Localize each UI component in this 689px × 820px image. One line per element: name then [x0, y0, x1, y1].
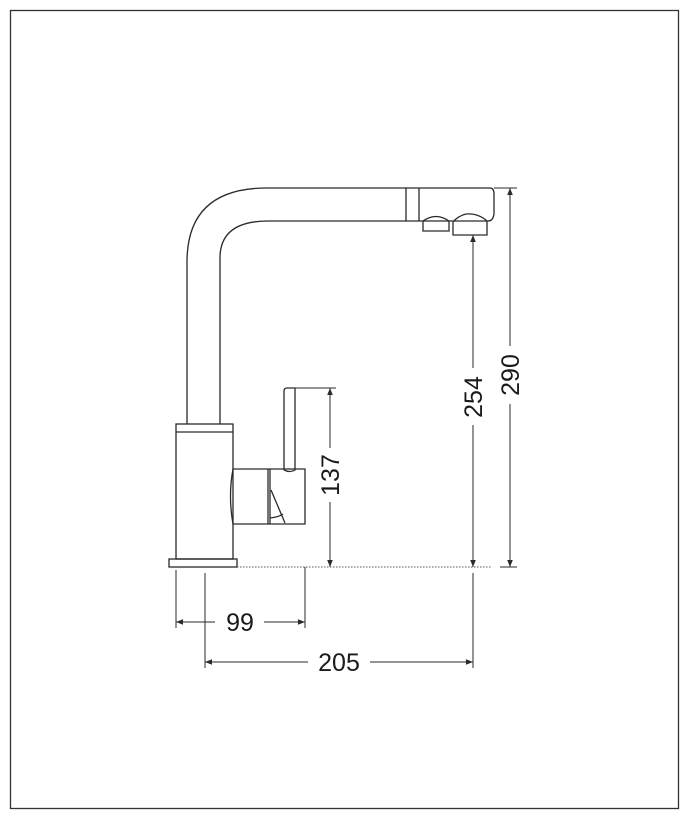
dimension-label-99: 99 — [226, 609, 254, 637]
drawing-frame — [9, 9, 680, 810]
aerator-1 — [422, 215, 450, 232]
spout-inner-edge — [219, 220, 406, 424]
dimension-137: 137 — [317, 388, 345, 567]
spout-outer-edge — [186, 187, 406, 424]
dimension-label-254: 254 — [460, 376, 488, 418]
dimension-label-137: 137 — [317, 454, 345, 496]
base-plate — [168, 558, 238, 568]
handle-lever — [283, 387, 296, 473]
dimension-99: 99 — [176, 609, 305, 637]
dimension-254: 254 — [460, 235, 488, 567]
handle-cartridge — [229, 468, 306, 525]
faucet — [168, 187, 495, 568]
spout-head — [405, 187, 495, 236]
aerator-2 — [452, 213, 488, 236]
dimension-290: 290 — [497, 188, 525, 567]
dimension-205: 205 — [205, 649, 473, 677]
dimension-label-290: 290 — [497, 354, 525, 396]
dimension-label-205: 205 — [318, 649, 360, 677]
faucet-body — [168, 423, 238, 568]
extension-lines — [175, 187, 517, 668]
